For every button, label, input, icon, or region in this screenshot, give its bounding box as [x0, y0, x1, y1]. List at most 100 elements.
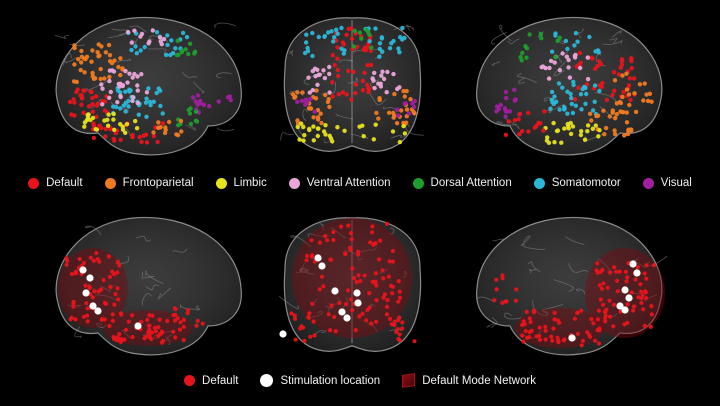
electrode-dot: [513, 298, 518, 303]
electrode-dot: [639, 300, 644, 305]
gyrus-line: [185, 124, 197, 131]
stimulation-point: [94, 307, 102, 315]
electrode-dot: [582, 137, 588, 142]
electrode-dot: [154, 90, 159, 96]
electrode-dot: [321, 129, 327, 134]
electrode-dot: [565, 111, 570, 116]
electrode-dot: [385, 297, 390, 303]
electrode-dot: [597, 88, 602, 94]
gyrus-line: [595, 92, 617, 103]
electrode-dot: [527, 32, 532, 37]
electrode-dot: [330, 94, 335, 99]
electrode-dot: [503, 132, 509, 137]
electrode-dot: [615, 289, 620, 294]
electrode-dot: [371, 137, 376, 142]
electrode-dot: [315, 115, 321, 120]
electrode-dot: [95, 50, 100, 55]
legend-item-default: Default: [184, 375, 238, 387]
gyrus-line: [141, 293, 152, 306]
electrode-dot: [610, 110, 615, 115]
electrode-dot: [129, 47, 134, 53]
gyrus-line: [389, 227, 395, 235]
electrode-dot: [644, 263, 649, 268]
electrode-dot: [302, 50, 308, 56]
electrode-dot: [340, 40, 346, 45]
electrode-dot: [577, 50, 583, 56]
electrode-dot: [304, 258, 309, 263]
electrode-dot: [130, 313, 135, 318]
electrode-dot: [309, 254, 315, 259]
electrode-dot: [107, 74, 112, 80]
electrode-dot: [335, 31, 340, 36]
electrode-dot: [595, 261, 600, 266]
gyrus-line: [516, 73, 537, 84]
electrode-dot: [614, 112, 619, 117]
legend-swatch: [215, 177, 227, 189]
electrode-dot: [367, 86, 372, 92]
electrode-dot: [377, 257, 382, 262]
electrode-dot: [597, 328, 602, 333]
electrode-dot: [201, 102, 206, 108]
electrode-dot: [184, 34, 190, 40]
electrode-dot: [190, 95, 196, 100]
electrode-dot: [619, 57, 625, 62]
electrode-dot: [292, 316, 298, 321]
electrode-dot: [585, 123, 591, 128]
electrode-dot: [537, 333, 542, 339]
electrode-dot: [103, 134, 108, 139]
electrode-dot: [84, 54, 90, 59]
gyrus-line: [491, 238, 504, 243]
gyrus-line: [517, 77, 526, 84]
electrode-dot: [382, 292, 387, 297]
electrode-dot: [126, 104, 131, 109]
electrode-dot: [585, 129, 590, 134]
electrode-dot: [178, 320, 183, 325]
electrode-dot: [624, 87, 630, 92]
electrode-dot: [512, 118, 517, 123]
electrode-dot: [88, 255, 93, 260]
gyrus-line: [94, 294, 116, 301]
electrode-dot: [607, 298, 612, 303]
electrode-dot: [584, 91, 589, 97]
electrode-dot: [301, 138, 306, 143]
electrode-dot: [357, 124, 362, 129]
electrode-dot: [619, 62, 625, 67]
electrode-dot: [412, 339, 417, 344]
electrode-dot: [175, 38, 180, 43]
electrode-dot: [556, 81, 562, 86]
electrode-dot: [395, 113, 401, 118]
electrode-dot: [306, 75, 311, 80]
electrode-dot: [517, 132, 522, 137]
network-legend: Default Frontoparietal Limbic Ventral At…: [0, 177, 720, 189]
electrode-dot: [118, 93, 123, 99]
electrode-dot: [330, 80, 335, 85]
electrode-dot: [523, 44, 528, 49]
electrode-dot: [601, 281, 606, 286]
electrode-dot: [367, 39, 372, 44]
electrode-dot: [326, 30, 331, 35]
electrode-dot: [620, 73, 625, 78]
electrode-dot: [381, 276, 386, 281]
electrode-dot: [151, 99, 156, 105]
electrode-dot: [562, 126, 567, 131]
electrode-dot: [81, 314, 86, 319]
electrode-dot: [544, 138, 550, 143]
gyrus-line: [405, 124, 425, 136]
electrode-dot: [337, 300, 342, 306]
electrode-dot: [171, 329, 176, 334]
electrode-dot: [115, 259, 120, 264]
gyrus-line: [117, 58, 132, 64]
electrode-dot: [504, 299, 509, 304]
electrode-dot: [293, 94, 298, 100]
electrode-dot: [316, 34, 321, 40]
gyrus-line: [165, 336, 171, 346]
electrode-dot: [79, 48, 84, 54]
electrode-dot: [389, 41, 394, 46]
electrode-dot: [306, 315, 311, 320]
electrode-dot: [145, 317, 150, 322]
electrode-dot: [173, 307, 178, 312]
electrode-dot: [370, 230, 375, 235]
electrode-dot: [390, 291, 395, 296]
electrode-dot: [565, 46, 570, 52]
electrode-dot: [90, 295, 95, 300]
